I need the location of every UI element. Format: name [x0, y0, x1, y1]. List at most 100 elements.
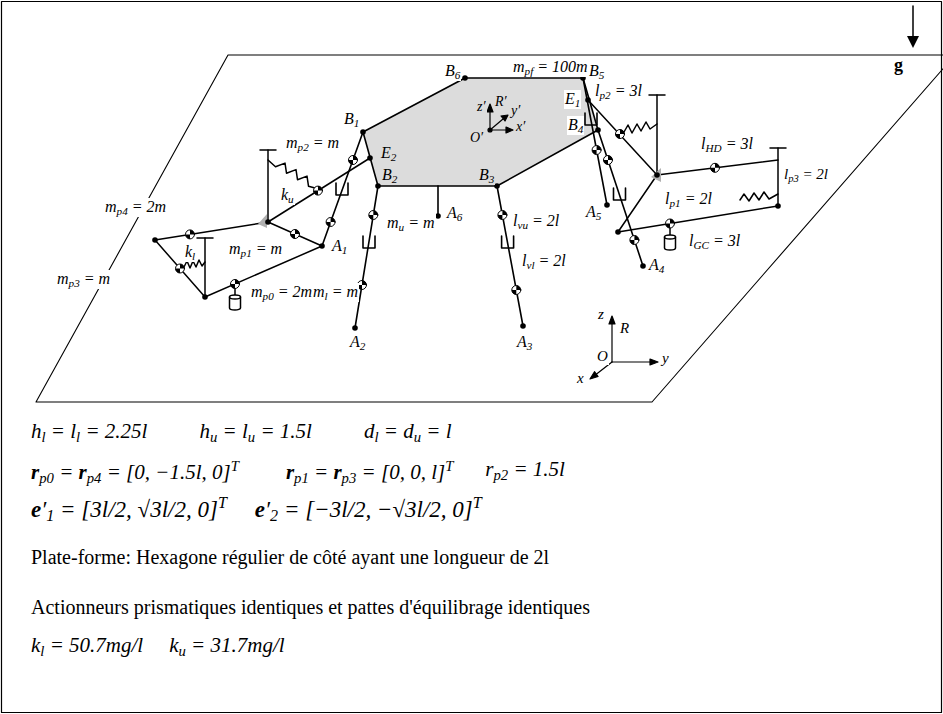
diagram-label: mp3 = m [56, 270, 111, 289]
label-part: B [344, 110, 354, 127]
diagram-label: lvl = 2l [521, 252, 567, 271]
label-part: = l [217, 419, 248, 443]
label-part: r [485, 457, 493, 481]
label-part: d [364, 419, 375, 443]
diagram-label: x′ [515, 119, 526, 134]
diagram-label: kl [184, 243, 196, 262]
label-part: T [473, 494, 482, 511]
label-part: h [199, 419, 210, 443]
label-part: Actionneurs prismatiques identiques et p… [31, 596, 590, 618]
ground-plane [36, 55, 943, 402]
mass-markers [176, 130, 720, 295]
label-part: = 31.7mg/l [186, 633, 285, 657]
diagram-label: mp0 = 2m [250, 283, 313, 302]
label-part: T [445, 458, 453, 474]
label-part: B [445, 62, 455, 79]
label-part: m [105, 198, 117, 215]
label-part: A [447, 204, 457, 221]
left-balancing-leg [155, 150, 370, 310]
label-part: E [565, 90, 575, 107]
label-part: u [414, 429, 421, 445]
label-part: 6 [455, 69, 461, 81]
label-part: = 1.5l [508, 457, 565, 481]
label-part: l [325, 290, 328, 302]
platform-hexagon [363, 78, 598, 186]
diagram-label: B1 [343, 110, 360, 129]
right-balancing-leg [588, 95, 786, 250]
label-part: r [79, 460, 87, 484]
label-part: vu [517, 219, 528, 231]
diagram-label: g [893, 56, 904, 76]
label-part: = [0, 0, l] [356, 460, 445, 484]
label-part: T [218, 494, 227, 511]
diagram-label: R′ [494, 94, 508, 109]
label-part: p0 [39, 470, 54, 486]
label-part: = m [309, 134, 339, 151]
label-part: = 3l [611, 82, 642, 99]
label-part: m [513, 58, 525, 75]
label-part: = [3l/2, √3l/2, 0] [54, 497, 218, 522]
label-part: B [479, 166, 489, 183]
label-part: l [40, 643, 44, 659]
diagram-label: e′1 = [3l/2, √3l/2, 0]T [30, 494, 228, 525]
label-part: m [286, 134, 298, 151]
label-part: h [31, 419, 42, 443]
label-part: l [689, 232, 693, 249]
label-part: 5 [599, 69, 605, 81]
gravity-arrow [907, 6, 919, 48]
diagram-label: rp2 = 1.5l [484, 458, 566, 483]
diagram-label: mp1 = m [228, 240, 283, 259]
diagram-label: Plate-forme: Hexagone régulier de côté a… [30, 546, 550, 568]
label-part: R′ [495, 94, 507, 109]
diagram-label: R [619, 320, 630, 337]
label-part: l [192, 250, 195, 262]
label-part: = l [46, 419, 77, 443]
label-part: k [185, 243, 192, 260]
label-part: e [31, 497, 41, 522]
label-part: 4 [659, 263, 665, 275]
label-part: E [381, 144, 391, 161]
label-part: e [255, 497, 265, 522]
label-part: l [522, 252, 526, 269]
label-part: m [387, 214, 399, 231]
label-part: m [57, 270, 69, 287]
label-part: vl [526, 259, 534, 271]
diagram-label: lvu = 2l [512, 212, 560, 231]
label-part: p3 [788, 173, 799, 184]
diagram-label: B6 [444, 62, 461, 81]
label-part: = [54, 460, 79, 484]
label-part: l [374, 429, 378, 445]
label-part: u [288, 193, 294, 205]
label-part: = [309, 460, 334, 484]
label-part: = [−3l/2, −√3l/2, 0] [278, 497, 473, 522]
diagram-label: mu = m [386, 214, 436, 233]
label-part: 5 [596, 210, 602, 222]
label-part: r [31, 460, 39, 484]
diagram-label: ku = 31.7mg/l [168, 634, 285, 659]
label-part: m [251, 283, 263, 300]
label-part: A [586, 203, 596, 220]
label-part: y [662, 350, 669, 366]
diagram-label: A4 [648, 256, 665, 275]
label-part: r [286, 460, 294, 484]
label-part: = 3l [709, 232, 740, 249]
label-part: k [31, 633, 40, 657]
label-part: 2 [391, 151, 397, 163]
label-part: g [894, 55, 903, 75]
joints [152, 75, 781, 331]
label-part: 6 [457, 211, 463, 223]
label-part: GC [693, 239, 709, 251]
label-part: 3 [527, 340, 533, 352]
label-part: = l [421, 419, 452, 443]
label-part: T [231, 458, 239, 474]
label-part: 4 [578, 123, 584, 135]
label-part: B [382, 166, 392, 183]
diagram-label: y [661, 350, 670, 367]
label-part: R [620, 320, 629, 336]
label-part: B [589, 62, 599, 79]
label-part: A [332, 237, 342, 254]
label-part: = m [328, 283, 358, 300]
label-part: A [350, 333, 360, 350]
diagram-label: z [597, 306, 605, 323]
diagram-label: B5 [588, 62, 605, 81]
